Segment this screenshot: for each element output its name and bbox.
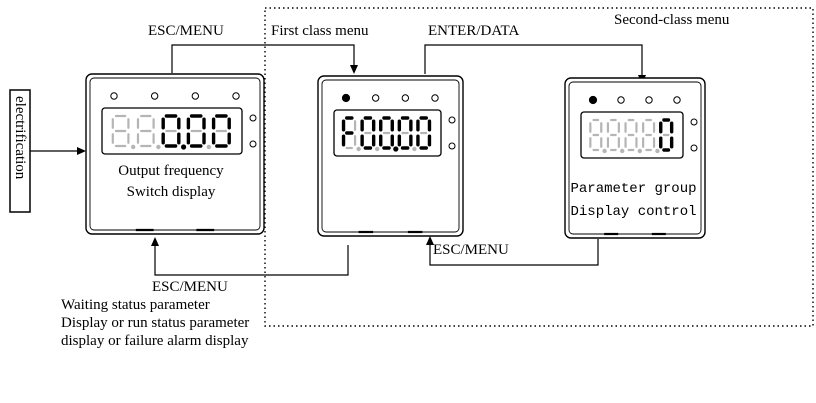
panel-inner-frame	[568, 81, 702, 235]
digit	[360, 116, 376, 150]
decimal-point	[181, 144, 187, 150]
unit-led	[690, 144, 698, 152]
panel3-caption-line2: Display control	[570, 204, 697, 220]
indicator-led	[341, 93, 351, 103]
digit	[416, 116, 432, 150]
electrification-label: electrification	[12, 96, 28, 180]
digit	[659, 118, 674, 152]
digit	[136, 114, 155, 148]
decimal-point	[655, 148, 660, 154]
digit	[624, 118, 638, 152]
decimal-point	[356, 146, 361, 152]
digit	[161, 114, 181, 148]
digit	[589, 118, 603, 152]
indicator-led	[588, 95, 598, 105]
enter-data-label: ENTER/DATA	[428, 23, 520, 39]
indicator-led	[617, 96, 625, 104]
indicator-led	[673, 96, 681, 104]
digit	[111, 114, 130, 148]
seven-segment-digits	[341, 116, 432, 152]
decimal-point	[375, 146, 380, 152]
unit-led	[249, 140, 257, 148]
indicator-led	[191, 92, 200, 100]
output-frequency-panel	[85, 73, 265, 235]
digit	[211, 114, 231, 148]
indicator-led	[645, 96, 653, 104]
decimal-point	[393, 146, 399, 152]
digit	[379, 116, 394, 150]
first-class-menu-panel	[317, 75, 464, 237]
decimal-point	[637, 148, 642, 154]
seven-segment-digits	[111, 114, 231, 150]
digit	[397, 116, 413, 150]
panel-inner-frame	[321, 79, 460, 233]
unit-led	[448, 142, 456, 150]
esc-menu-label-bottom-mid: ESC/MENU	[433, 242, 509, 258]
keypad-panels	[85, 73, 706, 239]
indicator-led	[232, 92, 240, 100]
digit	[186, 114, 206, 148]
indicator-led	[401, 94, 410, 102]
indicator-led	[150, 92, 159, 100]
esc-menu-label-bottom-left: ESC/MENU	[152, 279, 228, 295]
unit-led	[249, 114, 257, 122]
decimal-point	[131, 144, 136, 150]
digit	[341, 116, 357, 150]
indicator-led	[110, 92, 118, 100]
panel3-caption-line1: Parameter group	[570, 181, 697, 197]
second-class-menu-label: Second-class menu	[614, 12, 730, 28]
panel1-caption-line1: Output frequency	[118, 163, 224, 179]
indicator-led	[431, 94, 439, 102]
seven-segment-digits	[589, 118, 674, 154]
decimal-point	[620, 148, 625, 154]
decimal-point	[412, 146, 417, 152]
panel-inner-frame	[89, 77, 261, 231]
digit	[606, 118, 620, 152]
indicator-led	[371, 94, 380, 102]
decimal-point	[206, 144, 211, 150]
arrowheads	[77, 65, 646, 246]
panel1-caption-line2: Switch display	[126, 184, 216, 200]
digit	[642, 118, 656, 152]
waiting-status-note: Waiting status parameter Display or run …	[61, 297, 250, 349]
unit-led	[448, 116, 456, 124]
decimal-point	[602, 148, 607, 154]
second-class-menu-panel	[564, 77, 706, 239]
connector-lines	[30, 44, 643, 276]
esc-menu-label-top: ESC/MENU	[148, 23, 224, 39]
first-class-menu-label: First class menu	[271, 23, 369, 39]
menu-region-dotted-frame	[264, 7, 814, 327]
unit-led	[690, 118, 698, 126]
decimal-point	[156, 144, 161, 150]
